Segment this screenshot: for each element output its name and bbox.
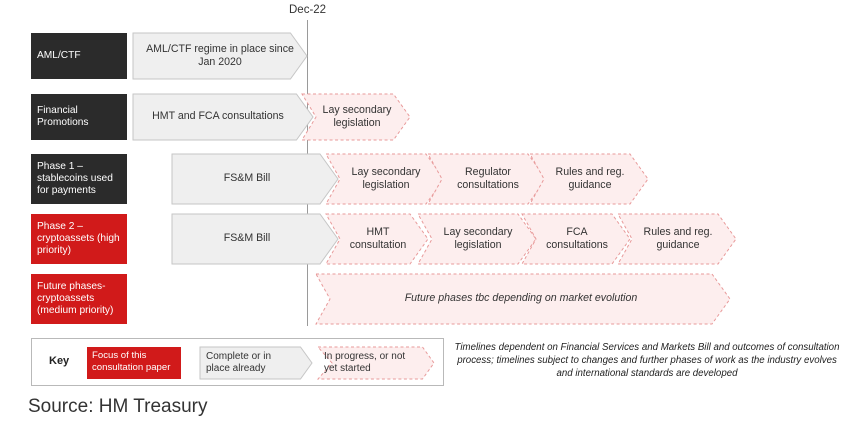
step-lay-secondary-legislation: Lay secondary legislation xyxy=(301,93,411,141)
step-text: FS&M Bill xyxy=(223,232,271,245)
step-fsm-bill: FS&M Bill xyxy=(171,153,339,205)
step-regulator-consultations: Regulator consultations xyxy=(427,153,547,205)
step-rules-reg-guidance: Rules and reg. guidance xyxy=(617,213,737,265)
legend-complete-swatch: Complete or in place already xyxy=(199,346,313,380)
step-text: Lay secondary legislation xyxy=(322,103,392,130)
step-text: Lay secondary legislation xyxy=(351,165,421,192)
step-text: Rules and reg. guidance xyxy=(555,165,625,192)
step-text: HMT and FCA consultations xyxy=(152,110,284,123)
row-label-phase-2: Phase 2 – cryptoassets (high priority) xyxy=(31,214,127,264)
legend-focus-swatch: Focus of this consultation paper xyxy=(87,347,181,379)
row-label-text: Future phases- cryptoassets (medium prio… xyxy=(37,281,114,316)
step-text: Regulator consultations xyxy=(457,165,519,192)
step-future-phases: Future phases tbc depending on market ev… xyxy=(315,273,731,325)
row-label-future-phases: Future phases- cryptoassets (medium prio… xyxy=(31,274,127,324)
step-lay-secondary-legislation: Lay secondary legislation xyxy=(325,153,445,205)
row-label-text: Phase 1 – stablecoins used for payments xyxy=(37,161,113,196)
step-lay-secondary-legislation: Lay secondary legislation xyxy=(417,213,537,265)
step-text: HMT consultation xyxy=(349,225,407,252)
row-label-phase-1: Phase 1 – stablecoins used for payments xyxy=(31,154,127,204)
step-rules-reg-guidance: Rules and reg. guidance xyxy=(529,153,649,205)
step-fca-consultations: FCA consultations xyxy=(521,213,631,265)
row-label-text: Phase 2 – cryptoassets (high priority) xyxy=(37,221,120,256)
step-hmt-fca-consultations: HMT and FCA consultations xyxy=(132,93,314,141)
step-hmt-consultation: HMT consultation xyxy=(325,213,429,265)
timeline-note: Timelines dependent on Financial Service… xyxy=(454,342,840,379)
source-caption: Source: HM Treasury xyxy=(28,396,208,417)
step-text: Rules and reg. guidance xyxy=(643,225,713,252)
step-text: FS&M Bill xyxy=(223,172,271,185)
step-aml-regime: AML/CTF regime in place since Jan 2020 xyxy=(132,32,308,80)
legend-complete-text: Complete or in place already xyxy=(206,351,272,374)
timeline-marker-label: Dec-22 xyxy=(289,4,327,16)
legend-in-progress-text: In progress, or not yet started xyxy=(324,351,406,374)
row-label-aml-ctf: AML/CTF xyxy=(31,33,127,79)
legend-title: Key xyxy=(49,355,70,367)
row-label-text: AML/CTF xyxy=(37,50,81,61)
step-text: AML/CTF regime in place since Jan 2020 xyxy=(146,42,294,69)
row-label-financial-promotions: Financial Promotions xyxy=(31,94,127,140)
step-text: Lay secondary legislation xyxy=(443,225,513,252)
legend-in-progress-swatch: In progress, or not yet started xyxy=(316,346,435,380)
legend-key: Key Focus of this consultation paper Com… xyxy=(31,338,444,386)
row-label-text: Financial Promotions xyxy=(37,105,89,128)
step-text: Future phases tbc depending on market ev… xyxy=(404,292,638,305)
step-text: FCA consultations xyxy=(546,225,608,252)
step-fsm-bill: FS&M Bill xyxy=(171,213,339,265)
